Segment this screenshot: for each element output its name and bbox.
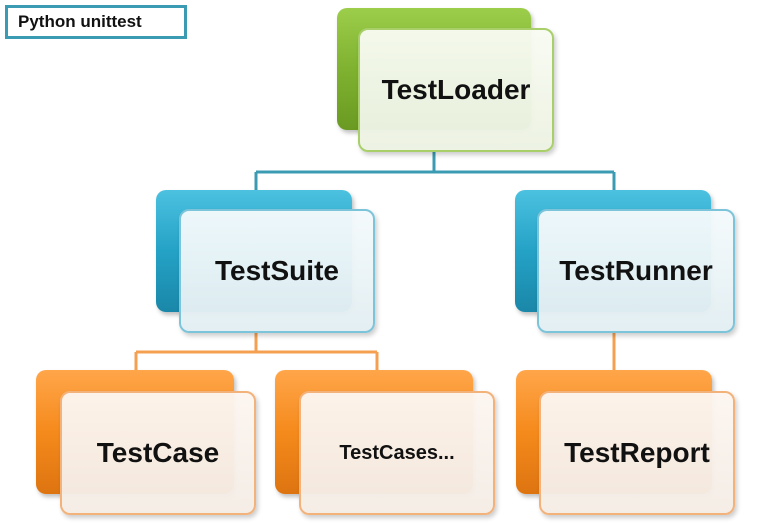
connector-loader-suite-runner — [254, 152, 616, 193]
node-test-suite-label: TestSuite — [179, 209, 375, 333]
node-test-loader-label: TestLoader — [358, 28, 554, 152]
node-test-case-label: TestCase — [60, 391, 256, 515]
node-test-runner-label: TestRunner — [537, 209, 735, 333]
diagram-title: Python unittest — [5, 5, 187, 39]
node-test-cases-label: TestCases... — [299, 391, 495, 515]
connector-suite-cases — [134, 333, 379, 373]
node-test-report-label: TestReport — [539, 391, 735, 515]
